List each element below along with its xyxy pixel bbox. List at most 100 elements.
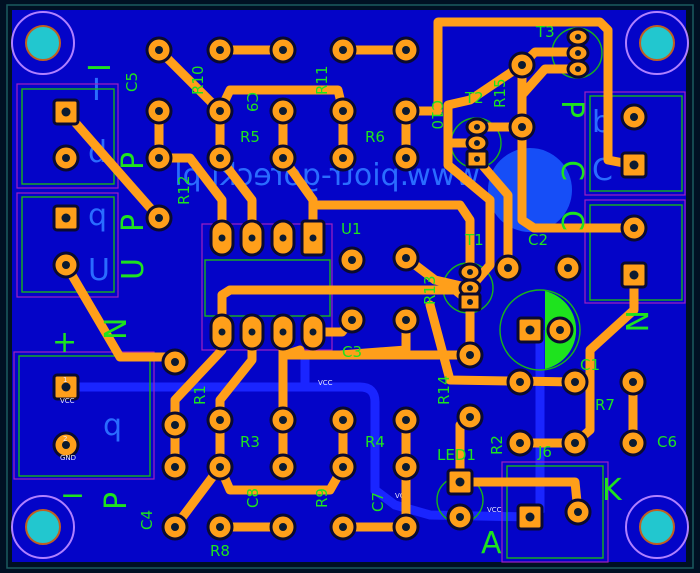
silk-mark: K xyxy=(602,473,623,508)
silk-mark: C xyxy=(554,210,589,231)
back-mark: q xyxy=(103,408,122,443)
reference-labels: C5 R10 C9 R11 C10 T3 T2 R15 R5 R6 R12 U1… xyxy=(123,23,677,560)
drill-hole xyxy=(575,50,581,56)
drill-hole xyxy=(155,107,163,115)
silk-mark: A xyxy=(481,526,502,561)
drill-hole xyxy=(518,61,526,69)
drill-hole xyxy=(155,46,163,54)
drill-hole xyxy=(466,351,474,359)
drill-hole xyxy=(402,416,410,424)
drill-hole xyxy=(61,107,71,117)
pad-net-label: GND xyxy=(60,454,76,462)
drill-hole xyxy=(456,513,464,521)
silk-mark: − xyxy=(60,478,85,513)
pin-number: 2 xyxy=(63,435,67,443)
drill-hole xyxy=(248,234,256,242)
ref-r7: R7 xyxy=(595,396,615,414)
drill-hole xyxy=(339,46,347,54)
ref-c8: C8 xyxy=(244,488,262,508)
net-label: VCC xyxy=(487,506,502,514)
drill-hole xyxy=(402,254,410,262)
ref-r10: R10 xyxy=(189,65,207,95)
drill-hole xyxy=(218,328,226,336)
drill-hole xyxy=(574,508,582,516)
drill-hole xyxy=(402,316,410,324)
ref-r4: R4 xyxy=(365,433,385,451)
drill-hole xyxy=(216,154,224,162)
mounting-hole xyxy=(625,495,689,559)
drill-hole xyxy=(571,378,579,386)
ref-u1: U1 xyxy=(341,220,362,238)
ref-t1: T1 xyxy=(464,231,484,249)
back-mark: q xyxy=(88,198,107,233)
silk-mark: I xyxy=(83,63,118,72)
ref-r3: R3 xyxy=(240,433,260,451)
drill-hole xyxy=(629,378,637,386)
drill-hole xyxy=(466,413,474,421)
drill-hole xyxy=(155,154,163,162)
back-mark: I xyxy=(92,73,101,108)
ref-r2: R2 xyxy=(488,435,506,455)
silk-mark: C xyxy=(554,160,589,181)
drill-hole xyxy=(339,107,347,115)
back-mark: U xyxy=(88,253,110,288)
drill-hole xyxy=(474,140,480,146)
drill-hole xyxy=(61,382,71,392)
drill-hole xyxy=(455,477,465,487)
ref-r1: R1 xyxy=(191,385,209,405)
drill-hole xyxy=(61,213,71,223)
drill-hole xyxy=(279,234,287,242)
ref-led1: LED1 xyxy=(437,446,476,464)
ref-r9: R9 xyxy=(313,488,331,508)
drill-hole xyxy=(339,416,347,424)
drill-hole xyxy=(279,154,287,162)
silk-mark: P xyxy=(554,100,589,118)
drill-hole xyxy=(518,123,526,131)
silk-mark: P xyxy=(116,152,151,170)
ref-r15: R15 xyxy=(491,78,509,108)
drill-hole xyxy=(474,156,480,162)
drill-hole xyxy=(504,264,512,272)
pad-net-label: VCC xyxy=(60,397,75,405)
drill-hole xyxy=(630,113,638,121)
drill-hole xyxy=(630,224,638,232)
drill-hole xyxy=(279,523,287,531)
ref-t3: T3 xyxy=(535,23,555,41)
drill-hole xyxy=(62,154,70,162)
drill-hole xyxy=(339,463,347,471)
drill-hole xyxy=(171,358,179,366)
drill-hole xyxy=(629,160,639,170)
mounting-holes xyxy=(11,10,689,559)
drill-hole xyxy=(339,154,347,162)
drill-hole xyxy=(279,416,287,424)
drill-hole xyxy=(279,328,287,336)
drill-hole xyxy=(216,523,224,531)
drill-hole xyxy=(62,261,70,269)
ref-r6: R6 xyxy=(365,128,385,146)
drill-hole xyxy=(402,463,410,471)
pads xyxy=(52,27,648,541)
drill-hole xyxy=(402,46,410,54)
mounting-hole xyxy=(11,10,80,78)
drill-hole xyxy=(629,439,637,447)
drill-hole xyxy=(402,154,410,162)
front-silkscreen: I P P U N + − P P C C N K A VCC GND 1 2 xyxy=(52,63,653,561)
drill-hole xyxy=(62,441,70,449)
ref-r13: R13 xyxy=(421,275,439,305)
drill-hole xyxy=(216,416,224,424)
ref-c9: C9 xyxy=(243,92,261,112)
pin-number: 1 xyxy=(63,376,67,384)
drill-hole xyxy=(575,66,581,72)
ref-c4: C4 xyxy=(138,510,156,530)
silk-mark: + xyxy=(52,325,77,360)
ref-r11: R11 xyxy=(313,65,331,95)
drill-hole xyxy=(467,299,473,305)
drill-hole xyxy=(155,214,163,222)
drill-hole xyxy=(402,523,410,531)
ref-r8: R8 xyxy=(210,542,230,560)
drill-hole xyxy=(171,523,179,531)
drill-hole xyxy=(218,234,226,242)
drill-hole xyxy=(216,46,224,54)
mounting-hole xyxy=(11,495,75,559)
